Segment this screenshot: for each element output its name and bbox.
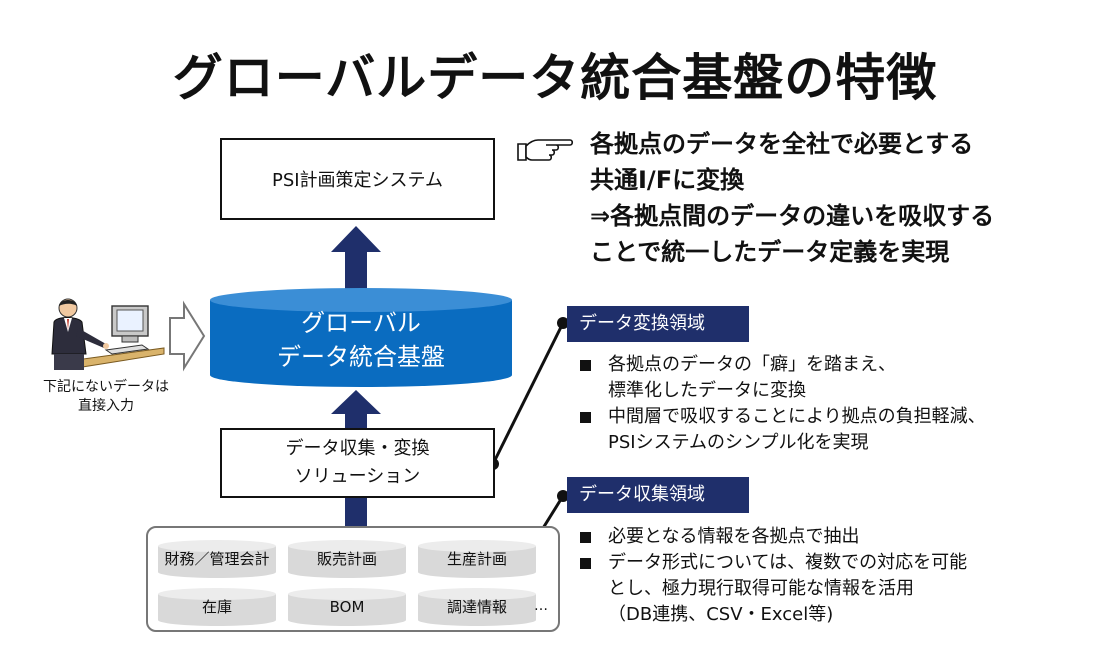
person-at-computer-icon [51,298,165,370]
conversion-region-bullets: 各拠点のデータの「癖」を踏まえ、 標準化したデータに変換 中間層で吸収することに… [574,352,986,456]
database-icon [158,588,276,626]
callout-line: ⇒各拠点間のデータの違いを吸収する [590,202,995,230]
callout-line: ことで統一したデータ定義を実現 [590,238,950,266]
bullet-text: 各拠点のデータの「癖」を踏まえ、 [608,354,896,375]
database-label: グローバル データ統合基盤 [210,306,512,374]
database-icon [418,588,536,626]
collection-note: （DB連携、CSV・Excel等) [608,604,834,625]
source-db-bom: BOM [288,588,406,626]
conversion-region-label: データ変換領域 [567,306,749,342]
source-db-inventory: 在庫 [158,588,276,626]
psi-box-label: PSI計画策定システム [271,170,444,191]
person-caption-line1: 下記にないデータは [43,379,169,395]
bullet-text: 必要となる情報を各拠点で抽出 [608,526,860,547]
database-label-line1: グローバル [301,309,421,337]
source-db-sales-plan: 販売計画 [288,540,406,578]
collection-box-line1: データ収集・変換 [285,438,430,459]
database-label-line2: データ統合基盤 [277,343,445,371]
leader-dot-conversion-end [557,317,569,329]
page-title: グローバルデータ統合基盤の特徴 [172,49,938,107]
source-label: 販売計画 [316,550,377,568]
person-caption-line2: 直接入力 [78,398,134,414]
collection-region-label: データ収集領域 [567,477,749,513]
bullet-text: PSIシステムのシンプル化を実現 [608,432,869,453]
source-label: 調達情報 [446,598,507,616]
bullet-square-icon [580,412,591,423]
bullet-square-icon [580,558,591,569]
source-label: BOM [329,598,365,616]
bullet-item: 必要となる情報を各拠点で抽出 [574,524,967,550]
database-icon [288,540,406,578]
database-icon [418,540,536,578]
psi-planning-system-box: PSI計画策定システム [220,138,495,220]
sources-more-ellipsis: … [534,598,548,614]
source-db-production-plan: 生産計画 [418,540,536,578]
bullet-text: データ形式については、複数での対応を可能 [608,552,968,573]
bullet-square-icon [580,360,591,371]
source-db-finance: 財務／管理会計 [158,540,276,578]
callout-text: 各拠点のデータを全社で必要とする 共通I/Fに変換 ⇒各拠点間のデータの違いを吸… [590,126,994,270]
input-arrow [169,300,206,372]
collection-region-bullets: 必要となる情報を各拠点で抽出 データ形式については、複数での対応を可能 とし、極… [574,524,967,628]
up-connector-bottom [345,498,367,526]
source-label: 生産計画 [446,550,507,568]
bullet-text: 標準化したデータに変換 [608,380,806,401]
bullet-square-icon [580,532,591,543]
person-caption: 下記にないデータは 直接入力 [20,378,192,416]
database-icon [158,540,276,578]
collection-box-line2: ソリューション [294,466,421,487]
leader-line-conversion [491,322,565,465]
leader-dot-collection-end [557,490,569,502]
bullet-item: 中間層で吸収することにより拠点の負担軽減、 PSIシステムのシンプル化を実現 [574,404,986,456]
bullet-item: 各拠点のデータの「癖」を踏まえ、 標準化したデータに変換 [574,352,986,404]
callout-line: 各拠点のデータを全社で必要とする [590,130,974,158]
source-label: 財務／管理会計 [164,550,270,568]
source-db-procurement: 調達情報 [418,588,536,626]
up-arrow-middle [331,390,381,428]
bullet-item: データ形式については、複数での対応を可能 とし、極力現行取得可能な情報を活用 [574,550,967,602]
source-label: 在庫 [201,598,232,616]
collection-solution-box: データ収集・変換 ソリューション [220,428,495,498]
database-icon [288,588,406,626]
pointing-hand-icon [517,139,574,161]
up-arrow-top [331,226,381,292]
callout-line: 共通I/Fに変換 [590,166,745,194]
database-cylinder [210,288,512,387]
bullet-text: とし、極力現行取得可能な情報を活用 [608,578,914,599]
bullet-text: 中間層で吸収することにより拠点の負担軽減、 [608,406,986,427]
